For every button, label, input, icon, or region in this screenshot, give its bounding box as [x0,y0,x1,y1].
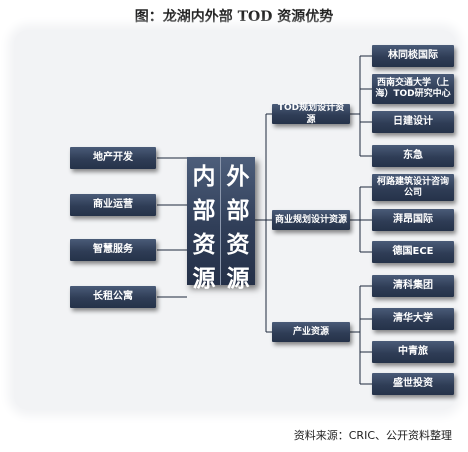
left-item-1: 地产开发 [70,147,156,169]
center-char: 源 [226,266,250,292]
child-commercial-2: 湃昂国际 [372,209,454,231]
child-commercial-1: 柯路建筑设计咨询公司 [372,174,454,201]
group-tod-planning: TOD规划设计资源 [272,103,350,125]
center-char: 部 [192,198,216,224]
center-char: 部 [226,198,250,224]
child-industry-1: 清科集团 [372,275,454,297]
child-tod-1: 林同棪国际 [372,45,454,67]
group-industry: 产业资源 [272,322,350,342]
left-item-2: 商业运营 [70,194,156,216]
child-tod-4: 东急 [372,145,454,167]
center-char: 资 [192,232,216,258]
source-note: 资料来源：CRIC、公开资料整理 [293,429,452,442]
center-block: 内 外 部 部 资 资 源 源 [187,157,255,292]
center-char: 源 [192,266,216,292]
center-char: 内 [192,164,216,190]
child-commercial-3: 德国ECE [372,241,454,263]
center-char: 外 [226,164,250,190]
child-industry-2: 清华大学 [372,308,454,330]
figure-title: 图：龙湖内外部 TOD 资源优势 [134,9,334,25]
left-item-4: 长租公寓 [70,286,156,308]
child-tod-3: 日建设计 [372,111,454,133]
child-industry-4: 盛世投资 [372,373,454,395]
child-tod-2: 西南交通大学（上海）TOD研究中心 [372,74,454,104]
center-char: 资 [226,232,250,258]
center-divider [220,157,221,285]
left-item-3: 智慧服务 [70,239,156,261]
child-industry-3: 中青旅 [372,341,454,363]
group-commercial-planning: 商业规划设计资源 [272,210,350,230]
